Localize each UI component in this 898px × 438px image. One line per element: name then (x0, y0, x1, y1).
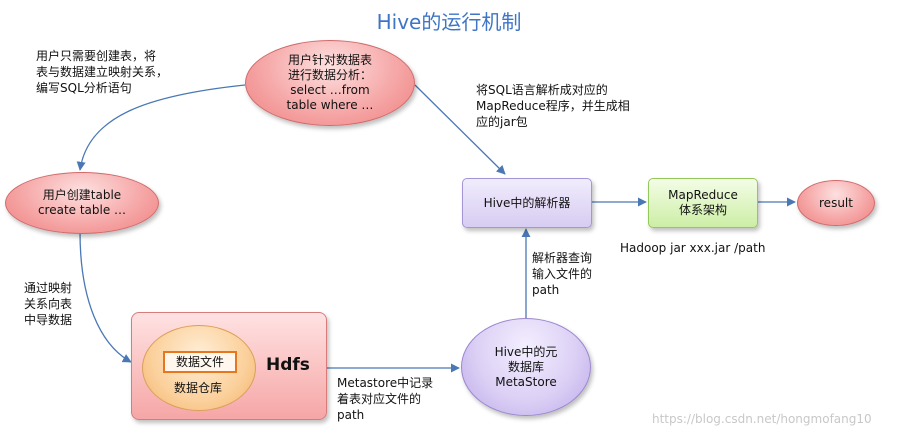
data-warehouse-label-wrap: 数据仓库 (142, 379, 254, 397)
data-file-label: 数据文件 (175, 354, 224, 369)
data-file-box: 数据文件 (163, 351, 237, 373)
mapreduce-label: MapReduce 体系架构 (668, 188, 738, 217)
result-label: result (819, 195, 853, 210)
note-mapping-to-table: 通过映射 关系向表 中导数据 (24, 281, 73, 327)
note-user-create-mapping: 用户只需要创建表，将 表与数据建立映射关系， 编写SQL分析语句 (36, 49, 169, 95)
hive-parser-label: Hive中的解析器 (483, 195, 571, 210)
metastore-label: Hive中的元 数据库 MetaStore (494, 344, 558, 389)
metastore-node: Hive中的元 数据库 MetaStore (461, 318, 591, 416)
arrow-analysis-to-parser (414, 84, 506, 175)
note-metastore-record: Metastore中记录 着表对应文件的 path (337, 376, 434, 422)
arrow-create-to-hdfs (79, 231, 132, 363)
arrow-analysis-to-create (76, 84, 246, 171)
watermark-url: https://blog.csdn.net/hongmofang10 (652, 412, 872, 426)
diagram-title: Hive的运行机制 (376, 10, 522, 34)
result-node: result (797, 180, 875, 226)
user-create-table-node: 用户创建table create table … (5, 172, 159, 234)
hdfs-node: 数据文件 数据仓库 Hdfs (131, 312, 327, 420)
hdfs-label: Hdfs (266, 355, 310, 375)
note-hadoop-command: Hadoop jar xxx.jar /path (620, 241, 766, 255)
note-parser-query: 解析器查询 输入文件的 path (532, 251, 593, 297)
hive-parser-node: Hive中的解析器 (462, 178, 592, 228)
data-warehouse-label: 数据仓库 (173, 380, 222, 395)
user-create-table-label: 用户创建table create table … (37, 188, 127, 217)
user-analysis-label: 用户针对数据表 进行数据分析： select …from table where… (286, 53, 374, 112)
note-parse-sql: 将SQL语言解析成对应的 MapReduce程序，并生成相 应的jar包 (476, 83, 630, 129)
user-analysis-node: 用户针对数据表 进行数据分析： select …from table where… (245, 40, 415, 126)
mapreduce-node: MapReduce 体系架构 (648, 178, 758, 228)
